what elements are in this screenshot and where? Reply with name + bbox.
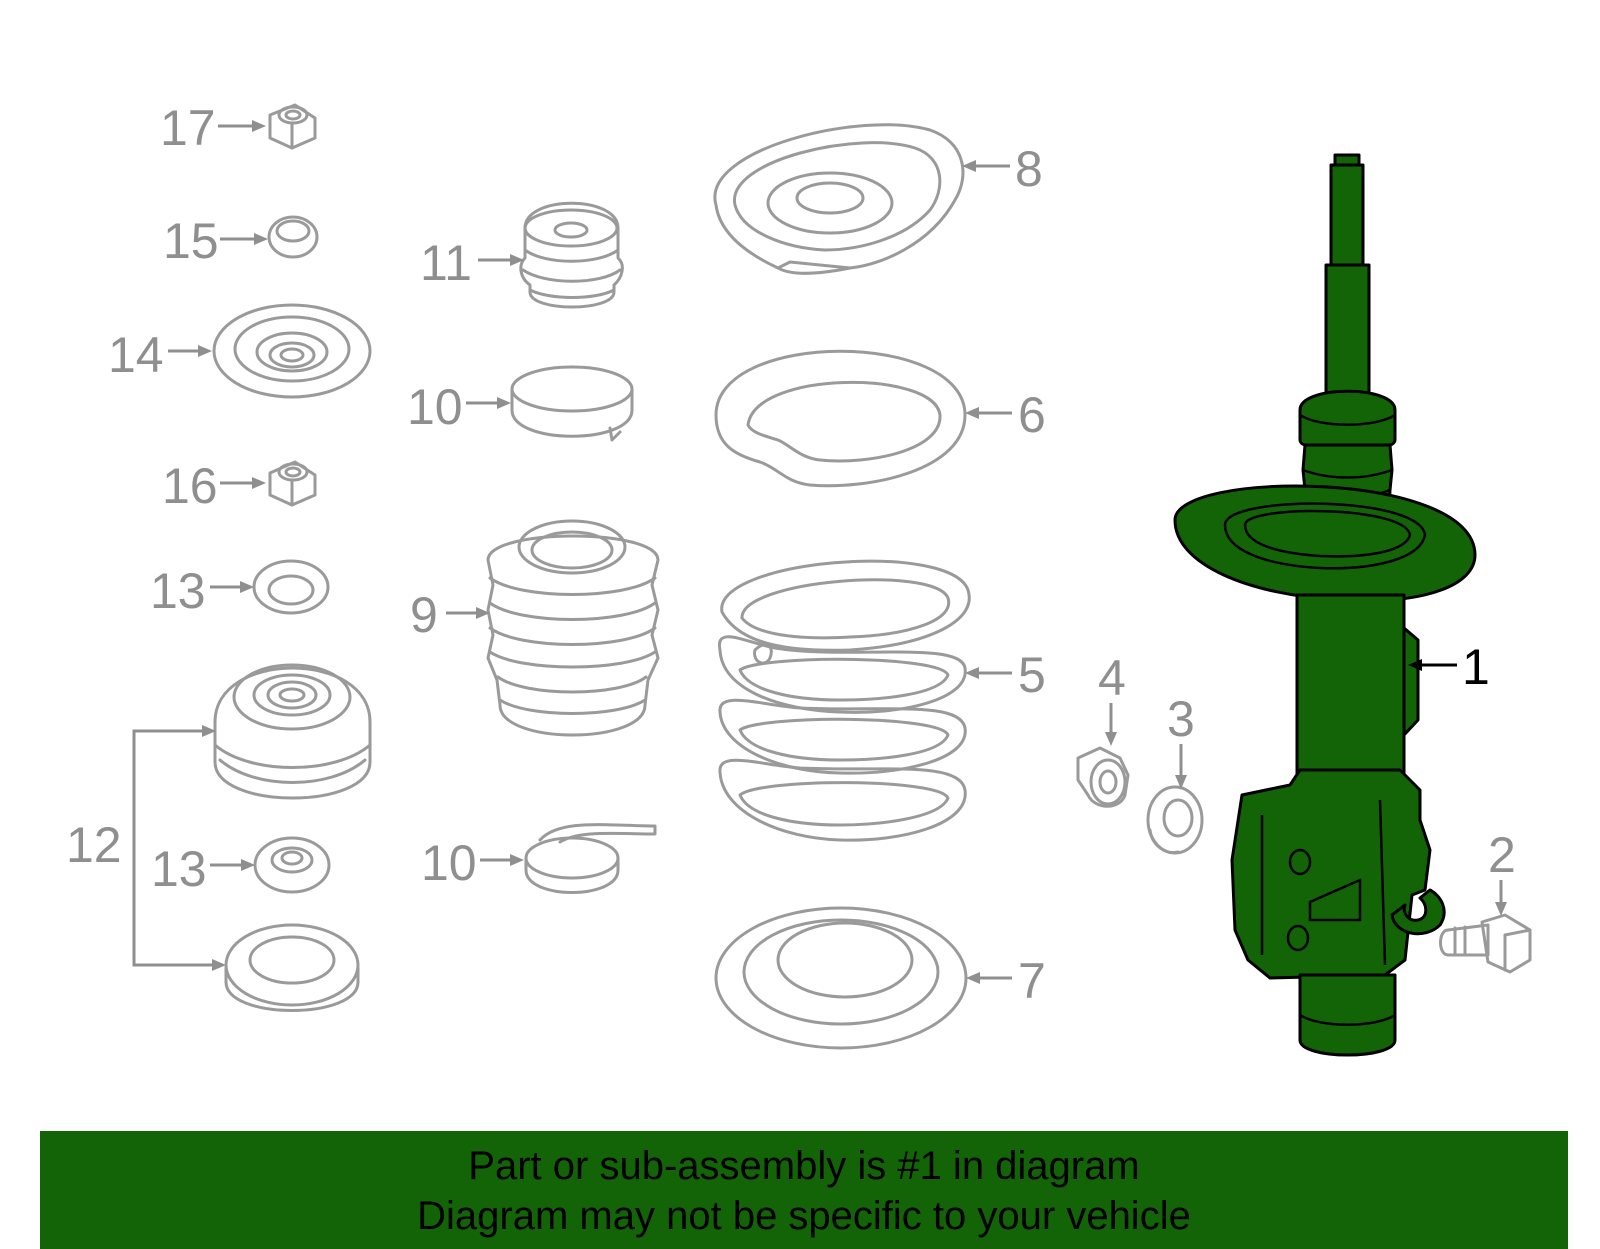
part-16-nut	[268, 460, 317, 507]
callout-4: 4	[1098, 650, 1126, 706]
callout-3: 3	[1167, 691, 1195, 747]
callout-17: 17	[160, 100, 216, 156]
part-13-washer-bottom	[253, 836, 331, 894]
part-11-bumper	[519, 201, 624, 309]
callout-2: 2	[1488, 827, 1516, 883]
part-3-washer	[1146, 785, 1204, 855]
part-15-washer	[267, 215, 319, 259]
part-2-bolt	[1439, 913, 1532, 974]
callout-13-bottom: 13	[151, 841, 207, 897]
callout-16: 16	[162, 458, 218, 514]
part-17-nut	[268, 103, 317, 150]
callout-6: 6	[1018, 387, 1046, 443]
part-12-mount	[213, 663, 372, 800]
callout-13-top: 13	[150, 563, 206, 619]
info-banner: Part or sub-assembly is #1 in diagram Di…	[40, 1131, 1568, 1249]
callout-1: 1	[1462, 639, 1490, 695]
callout-7: 7	[1018, 953, 1046, 1009]
callout-8: 8	[1015, 141, 1043, 197]
callout-12: 12	[66, 817, 122, 873]
part-6-insulator	[714, 349, 967, 488]
callout-14: 14	[108, 327, 164, 383]
part-1-strut-assembly	[1173, 153, 1477, 1057]
banner-line-1: Part or sub-assembly is #1 in diagram	[468, 1144, 1140, 1188]
part-10-insulator-bottom	[524, 823, 657, 894]
part-5-coil-spring	[718, 559, 971, 842]
callout-10-bottom: 10	[421, 835, 477, 891]
callout-10-top: 10	[407, 379, 463, 435]
part-7-spring-seat-lower	[714, 906, 968, 1050]
part-4-nut	[1076, 746, 1130, 808]
part-14-plate	[212, 303, 372, 399]
part-9-boot	[486, 519, 660, 737]
banner-line-2: Diagram may not be specific to your vehi…	[417, 1194, 1191, 1238]
callout-15: 15	[163, 213, 219, 269]
callout-9: 9	[410, 587, 438, 643]
part-10-insulator-top	[510, 365, 634, 442]
part-13-washer-top	[252, 559, 330, 615]
part-12-lower-ring	[224, 923, 360, 1012]
callout-5: 5	[1018, 647, 1046, 703]
callout-11: 11	[420, 235, 472, 291]
part-8-spring-seat-upper	[713, 123, 965, 275]
